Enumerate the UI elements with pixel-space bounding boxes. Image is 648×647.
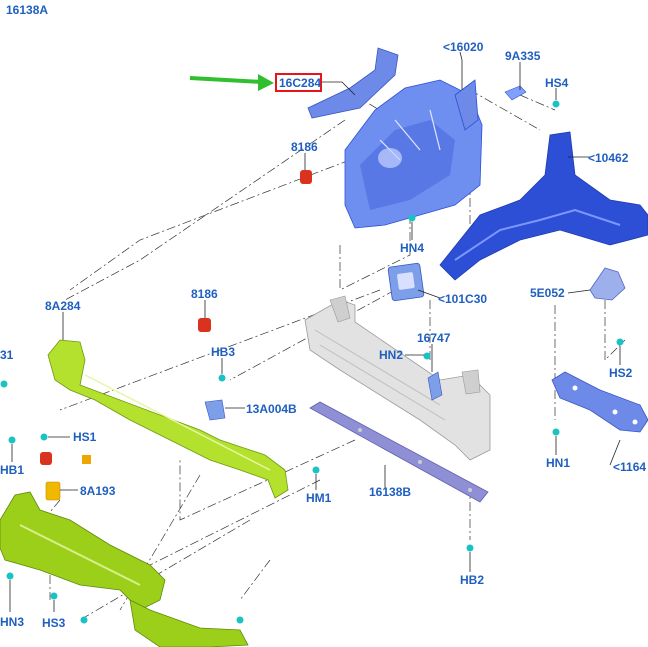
small-parts bbox=[40, 170, 312, 501]
fastener-hs2 bbox=[616, 338, 624, 346]
label-hm1[interactable]: HM1 bbox=[306, 491, 332, 505]
fastener-hn2 bbox=[423, 352, 431, 360]
part-8a193 bbox=[45, 481, 61, 501]
label-hn1[interactable]: HN1 bbox=[546, 456, 570, 470]
fastener-bottom-2 bbox=[236, 616, 244, 624]
fastener-hn3 bbox=[6, 572, 14, 580]
label-16747[interactable]: 16747 bbox=[417, 331, 451, 345]
label-hs1[interactable]: HS1 bbox=[73, 430, 97, 444]
fastener-bottom-1 bbox=[80, 616, 88, 624]
label-hb2[interactable]: HB2 bbox=[460, 573, 484, 587]
part-1164-bracket bbox=[551, 371, 648, 433]
part-9a335 bbox=[504, 85, 527, 101]
label-8a284[interactable]: 8A284 bbox=[45, 299, 81, 313]
label-10462[interactable]: <10462 bbox=[588, 151, 629, 165]
label-13a004b[interactable]: 13A004B bbox=[246, 402, 297, 416]
part-16c284-bracket bbox=[307, 47, 399, 119]
part-101c30 bbox=[387, 262, 425, 302]
fastener-31 bbox=[0, 380, 8, 388]
label-hn3[interactable]: HN3 bbox=[0, 615, 24, 629]
label-hb1[interactable]: HB1 bbox=[0, 463, 24, 477]
clip-8186-lower bbox=[198, 318, 211, 332]
fastener-hn1 bbox=[552, 428, 560, 436]
label-16020[interactable]: <16020 bbox=[443, 40, 484, 54]
part-8a284-radiator-support bbox=[47, 339, 289, 499]
label-hn4[interactable]: HN4 bbox=[400, 241, 424, 255]
fastener-hb3 bbox=[218, 374, 226, 382]
fastener-hs3 bbox=[50, 592, 58, 600]
part-16138b bbox=[309, 401, 489, 503]
part-13a004b bbox=[204, 399, 226, 421]
part-10462-frame-rail bbox=[439, 131, 648, 281]
label-31[interactable]: 31 bbox=[0, 348, 14, 362]
clip-hs1 bbox=[40, 452, 52, 465]
leader-lines bbox=[9, 51, 621, 612]
fastener-hm1 bbox=[312, 466, 320, 474]
fastener-hb2 bbox=[466, 544, 474, 552]
part-5e052 bbox=[589, 267, 626, 301]
callout-labels: 16138A <16020 9A335 HS4 8186 <10462 HN4 … bbox=[0, 3, 646, 630]
part-bumper-beam bbox=[304, 295, 491, 461]
part-lower-shield bbox=[0, 491, 249, 647]
part-16747 bbox=[427, 371, 443, 401]
highlight-box bbox=[275, 73, 322, 92]
part-wheelhouse-assembly bbox=[344, 79, 483, 229]
label-8186-lower[interactable]: 8186 bbox=[191, 287, 218, 301]
fastener-hb1 bbox=[8, 436, 16, 444]
fastener-hs1 bbox=[40, 433, 48, 441]
label-1164[interactable]: <1164 bbox=[613, 460, 646, 474]
fastener-hn4 bbox=[408, 214, 416, 222]
fasteners bbox=[0, 100, 624, 624]
label-101c30[interactable]: <101C30 bbox=[438, 292, 487, 306]
label-hs4[interactable]: HS4 bbox=[545, 76, 569, 90]
label-9a335[interactable]: 9A335 bbox=[505, 49, 541, 63]
label-16138a[interactable]: 16138A bbox=[6, 3, 48, 17]
label-hs3[interactable]: HS3 bbox=[42, 616, 66, 630]
square-marker bbox=[82, 455, 91, 464]
label-8a193[interactable]: 8A193 bbox=[80, 484, 116, 498]
green-arrow bbox=[189, 74, 274, 91]
clip-8186-upper bbox=[300, 170, 312, 184]
fastener-hs4 bbox=[552, 100, 560, 108]
label-hn2[interactable]: HN2 bbox=[379, 348, 403, 362]
label-8186-upper[interactable]: 8186 bbox=[291, 140, 318, 154]
label-hs2[interactable]: HS2 bbox=[609, 366, 633, 380]
label-16c284[interactable]: 16C284 bbox=[279, 76, 321, 90]
label-5e052[interactable]: 5E052 bbox=[530, 286, 565, 300]
label-16138b[interactable]: 16138B bbox=[369, 485, 411, 499]
label-hb3[interactable]: HB3 bbox=[211, 345, 235, 359]
